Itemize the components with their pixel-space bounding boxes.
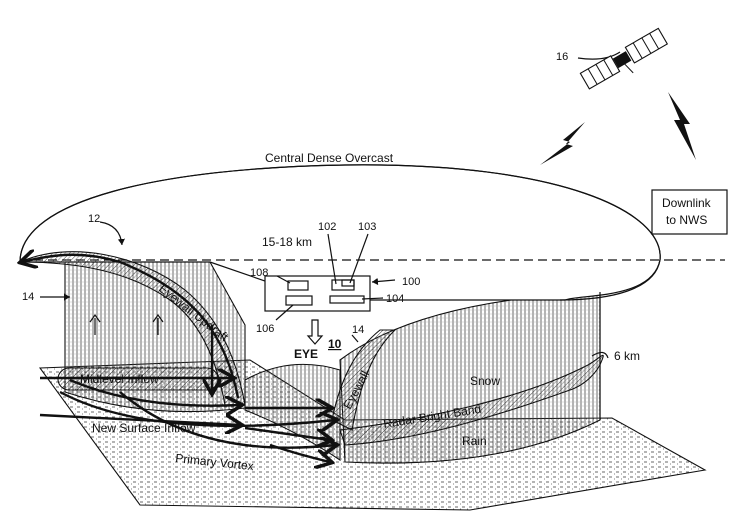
radar-bright-band	[339, 354, 604, 446]
satellite-icon	[579, 27, 669, 90]
ref-100: 100	[402, 276, 420, 288]
updraft-small-arrows	[89, 313, 164, 335]
leader-lines	[40, 51, 621, 343]
ref-14-left: 14	[22, 291, 34, 303]
central-dense-overcast-label: Central Dense Overcast	[265, 151, 394, 165]
uplink-signal-icon	[668, 92, 696, 160]
downlink-nws-box	[651, 189, 728, 235]
new-surface-inflow-label: New Surface Inflow	[92, 421, 196, 435]
eye-label: EYE	[294, 347, 318, 361]
downlink-label-line1: Downlink	[662, 196, 712, 210]
updraft-arrow	[22, 255, 240, 399]
snow-label: Snow	[470, 374, 500, 388]
height-band-label: 15-18 km	[262, 235, 312, 249]
downlink-signal-icon	[540, 122, 585, 165]
midlevel-inflow-label: Midlevel Inflow	[80, 372, 159, 386]
six-km-label: 6 km	[614, 349, 640, 363]
downlink-label-line2: to NWS	[666, 213, 707, 227]
component-108	[287, 280, 309, 291]
ref-106: 106	[256, 323, 274, 335]
ref-102: 102	[318, 221, 336, 233]
ref-12: 12	[88, 213, 100, 225]
eye-down-arrow	[306, 319, 324, 345]
eyewall-band-right	[331, 329, 397, 431]
inflow-arrows	[39, 325, 335, 462]
ref-16: 16	[556, 51, 568, 63]
component-103	[341, 279, 355, 287]
rain-label: Rain	[462, 434, 487, 448]
component-106	[285, 295, 313, 306]
ref-104: 104	[386, 293, 404, 305]
eye-ref-label: 10	[328, 337, 342, 351]
sensor-device-box	[264, 275, 371, 312]
ref-103: 103	[358, 221, 376, 233]
ref-108: 108	[250, 267, 268, 279]
ref-14-right: 14	[352, 324, 364, 336]
